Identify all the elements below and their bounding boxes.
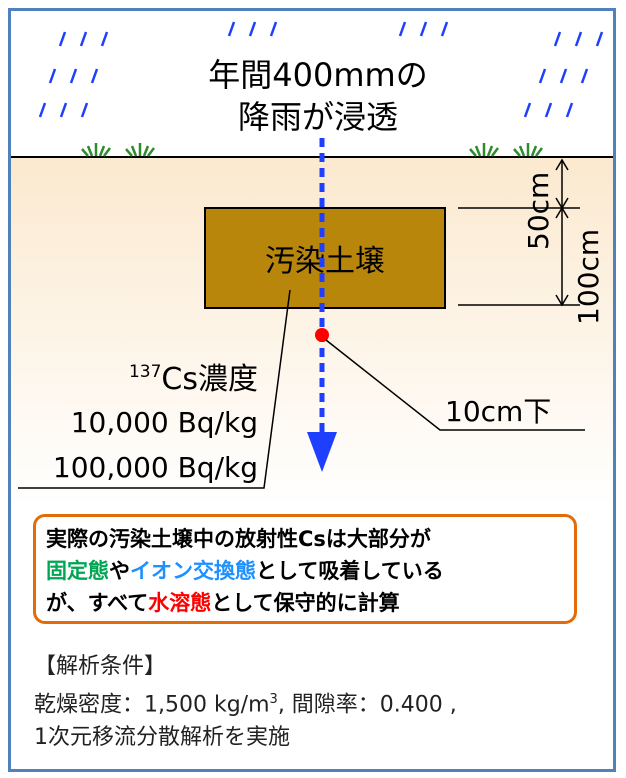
dimension-lines [458,158,580,307]
note-conj: や [109,559,130,583]
rain-left [38,21,278,118]
note-line3-start: が、すべて [46,591,149,615]
conditions-line3: 1次元移流分散解析を実施 [34,725,290,751]
conditions-header: 【解析条件】 [34,654,167,679]
rain-label-line2: 降雨が浸透 [238,98,398,136]
note-fixed-form: 固定態 [46,559,109,583]
concentration-title: 137Cs濃度 [129,362,258,397]
dry-density: 乾燥密度：1,500 kg/m [34,692,270,718]
concentration-value-1: 10,000 Bq/kg [71,406,258,439]
rain-label-line1: 年間400mmの [208,56,427,94]
note-water-soluble-form: 水溶態 [148,591,212,615]
grass-icon [81,143,543,157]
dim-total-label: 100cm [572,229,605,325]
contaminated-soil-block [204,207,446,309]
analysis-conditions: 【解析条件】 乾燥密度：1,500 kg/m3, 間隙率：0.400 , 1次元… [34,650,604,754]
infiltration-arrow-head [307,432,337,472]
dim-upper-label: 50cm [522,172,555,250]
evaluation-point [315,328,329,342]
concentration-title-text: Cs濃度 [161,362,258,397]
note-line2: 固定態やイオン交換態として吸着している [46,555,564,587]
concentration-leader-line [18,289,291,489]
porosity: , 間隙率：0.400 , [277,692,457,718]
conditions-line2: 乾燥密度：1,500 kg/m3, 間隙率：0.400 , [34,683,604,721]
note-exchangeable-form: イオン交換態 [130,559,256,583]
note-line3-rest: として保守的に計算 [211,591,400,615]
note-line1: 実際の汚染土壌中の放射性Csは大部分が [46,527,431,551]
isotope-number: 137 [129,362,161,382]
note-line2-rest: として吸着している [256,559,444,583]
dry-density-unit-exp: 3 [269,692,278,707]
assumption-note-box: 実際の汚染土壌中の放射性Csは大部分が 固定態やイオン交換態として吸着している … [33,514,577,624]
point-leader-line [325,339,585,431]
note-line3: が、すべて水溶態として保守的に計算 [46,587,564,619]
point-label: 10cm下 [445,395,551,428]
concentration-value-2: 100,000 Bq/kg [53,451,258,484]
rain-right [398,21,604,118]
soil-label: 汚染土壌 [265,244,385,279]
